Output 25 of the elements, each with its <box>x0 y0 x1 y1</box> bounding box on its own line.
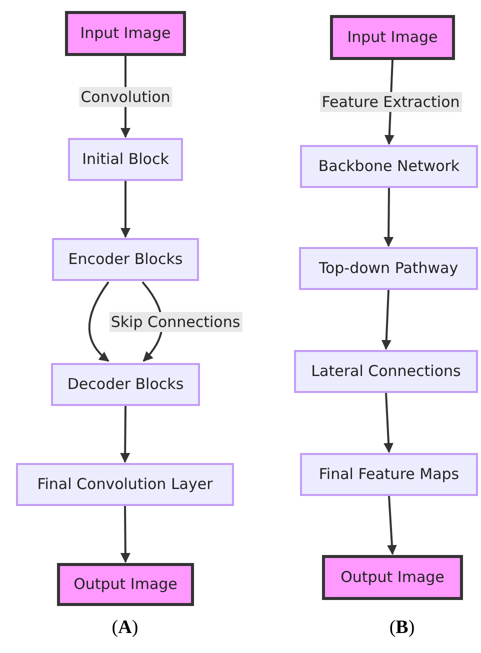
arrow <box>384 188 394 247</box>
arrow <box>386 496 397 555</box>
arrow <box>120 506 130 563</box>
arrow <box>120 406 130 463</box>
panel-label: (B) <box>389 616 415 640</box>
process-box: Initial Block <box>68 138 183 181</box>
edge-label: Convolution <box>78 86 172 106</box>
arrow <box>384 392 394 453</box>
terminal-box: Output Image <box>57 563 194 606</box>
panel-label: (A) <box>112 616 138 640</box>
terminal-box: Input Image <box>330 15 455 60</box>
process-box: Lateral Connections <box>294 350 478 393</box>
process-box: Encoder Blocks <box>52 238 199 281</box>
edge-label: Feature Extraction <box>320 92 462 112</box>
terminal-box: Output Image <box>322 555 463 600</box>
process-box: Final Convolution Layer <box>16 463 234 506</box>
process-box: Backbone Network <box>300 145 478 188</box>
edge-label: Skip Connections <box>108 312 242 332</box>
arrow <box>120 181 130 238</box>
process-box: Top-down Pathway <box>299 247 478 290</box>
arrow <box>88 281 110 362</box>
process-box: Decoder Blocks <box>51 363 200 406</box>
process-box: Final Feature Maps <box>300 453 478 496</box>
arrow <box>381 290 392 350</box>
terminal-box: Input Image <box>65 11 186 56</box>
